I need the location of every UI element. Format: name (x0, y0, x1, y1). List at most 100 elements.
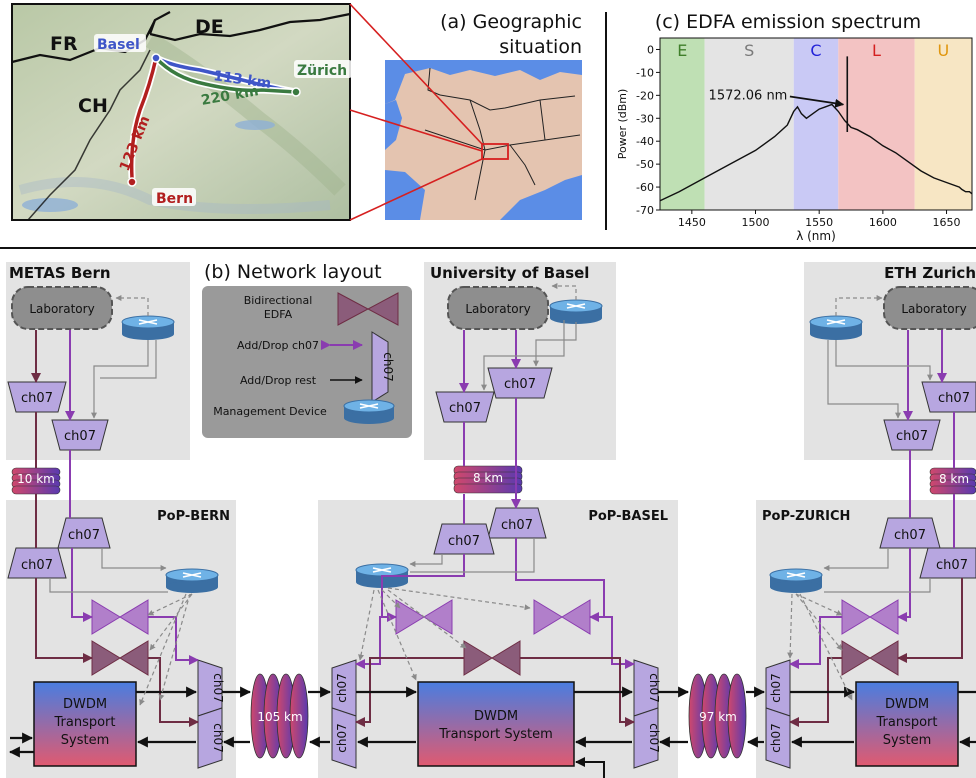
mux-bern-site-1-label: ch07 (21, 391, 53, 406)
pop-title-zurich: PoP-ZURICH (762, 509, 850, 524)
mux-zurich-site-1-label: ch07 (938, 391, 970, 406)
mux-zurich-dwdm-bottom-label: ch07 (769, 723, 783, 752)
label-link-113: 113 km (212, 68, 272, 92)
mux-pop-bern-1-label: ch07 (68, 528, 100, 543)
label-bern: Bern (156, 191, 193, 207)
label-fr: FR (50, 33, 78, 55)
y-tick-label: -60 (636, 181, 654, 194)
legend-edfa-label-1: Bidirectional (244, 294, 313, 307)
router-pop-bern (165, 568, 219, 593)
europe-inset-map (349, 3, 582, 221)
mux-pop-zurich-2-label: ch07 (936, 558, 968, 573)
y-tick-label: -30 (636, 112, 654, 125)
lab-zurich: Laboratory (883, 286, 976, 330)
mux-basel-dwdm-right-bottom: ch07 (633, 707, 661, 769)
spool-zurich-local-label: 8 km (939, 472, 969, 486)
mux-bern-dwdm-top: ch07 (197, 659, 225, 717)
y-tick-label: -40 (636, 135, 654, 148)
dwdm-zurich-line-3: System (883, 733, 931, 748)
annotation-label: 1572.06 nm (709, 88, 788, 103)
legend-edfa-label-2: EDFA (264, 308, 293, 321)
router-metas-bern (121, 315, 175, 340)
spectrum-series-line (659, 103, 973, 202)
chart-title: (c) EDFA emission spectrum (655, 11, 921, 33)
band-u (914, 38, 972, 210)
plot-frame (659, 37, 973, 211)
mux-basel-dwdm-right-bottom-label: ch07 (647, 723, 661, 752)
dwdm-bern: DWDM Transport System (33, 681, 137, 767)
mux-pop-bern-2: ch07 (7, 547, 67, 579)
dwdm-basel: DWDM Transport System (417, 681, 575, 767)
label-zurich: Zürich (297, 63, 347, 79)
spool-basel-zurich: 97 km (688, 673, 747, 759)
mux-bern-dwdm-bottom: ch07 (197, 707, 225, 769)
spool-bern-basel: 105 km (250, 673, 309, 759)
connections (8, 283, 976, 778)
x-tick-label: 1650 (933, 216, 961, 229)
mux-pop-zurich-1: ch07 (879, 517, 941, 549)
y-tick-label: -20 (636, 89, 654, 102)
router-pop-zurich (769, 568, 823, 593)
dwdm-bern-line-1: DWDM (63, 697, 107, 712)
band-label-u: U (937, 41, 949, 60)
legend-management-label: Management Device (213, 405, 327, 418)
band-c (793, 38, 839, 210)
dwdm-zurich-line-2: Transport (875, 715, 937, 730)
band-label-s: S (744, 41, 754, 60)
mux-basel-dwdm-left-top-label: ch07 (335, 673, 349, 702)
band-label-c: C (810, 41, 821, 60)
mux-pop-zurich-2: ch07 (919, 547, 976, 579)
mux-bern-site-2-label: ch07 (64, 429, 96, 444)
x-tick-label: 1600 (869, 216, 897, 229)
mux-basel-dwdm-right-top-label: ch07 (647, 673, 661, 702)
router-eth-zurich (809, 315, 863, 340)
mux-pop-basel-1: ch07 (487, 507, 547, 539)
mux-zurich-site-2-label: ch07 (896, 429, 928, 444)
label-basel: Basel (97, 37, 140, 53)
x-axis-label: λ (nm) (796, 229, 836, 243)
band-s (704, 38, 794, 210)
mux-basel-dwdm-left-top: ch07 (331, 659, 357, 717)
dwdm-bern-line-2: Transport (53, 715, 115, 730)
geo-title-line2: situation (499, 36, 582, 58)
y-tick-label: -50 (636, 158, 654, 171)
geo-title-line1: (a) Geographic (440, 11, 582, 33)
legend-adddrop-rest-label: Add/Drop rest (240, 374, 317, 387)
lab-zurich-label: Laboratory (901, 302, 966, 316)
site-title-eth-zurich: ETH Zurich (884, 264, 976, 282)
y-axis-label: Power (dBm) (616, 89, 629, 160)
y-tick-label: 0 (647, 43, 654, 56)
dwdm-basel-line-1: DWDM (474, 709, 518, 724)
spool-bern-local-label: 10 km (17, 472, 55, 486)
mux-bern-site-2: ch07 (51, 419, 109, 451)
spool-zurich-local: 8 km (929, 467, 976, 495)
y-axis-ticks: 0-10-20-30-40-50-60-70 (636, 43, 660, 217)
mux-pop-basel-2-label: ch07 (448, 534, 480, 549)
spool-basel-local: 8 km (453, 465, 523, 494)
pop-title-bern: PoP-BERN (157, 509, 230, 524)
spool-bern-basel-label: 105 km (257, 710, 302, 724)
network-title: (b) Network layout (204, 261, 382, 283)
mux-basel-dwdm-left-bottom: ch07 (331, 707, 357, 769)
dwdm-zurich-line-1: DWDM (885, 697, 929, 712)
pop-title-basel: PoP-BASEL (588, 509, 668, 524)
mux-zurich-dwdm-top: ch07 (765, 659, 791, 717)
lab-bern-label: Laboratory (29, 302, 94, 316)
mux-basel-site-1: ch07 (487, 367, 553, 399)
spool-basel-local-label: 8 km (473, 471, 503, 485)
spool-bern-local: 10 km (11, 467, 61, 495)
lab-bern: Laboratory (11, 286, 113, 330)
y-tick-label: -10 (636, 66, 654, 79)
legend-adddrop-ch07-label: Add/Drop ch07 (237, 339, 319, 352)
mux-basel-site-2: ch07 (435, 391, 495, 423)
mux-zurich-dwdm-top-label: ch07 (769, 673, 783, 702)
band-shading (660, 38, 972, 210)
lab-basel-label: Laboratory (465, 302, 530, 316)
legend-mux-label: ch07 (381, 352, 395, 381)
x-tick-label: 1450 (678, 216, 706, 229)
